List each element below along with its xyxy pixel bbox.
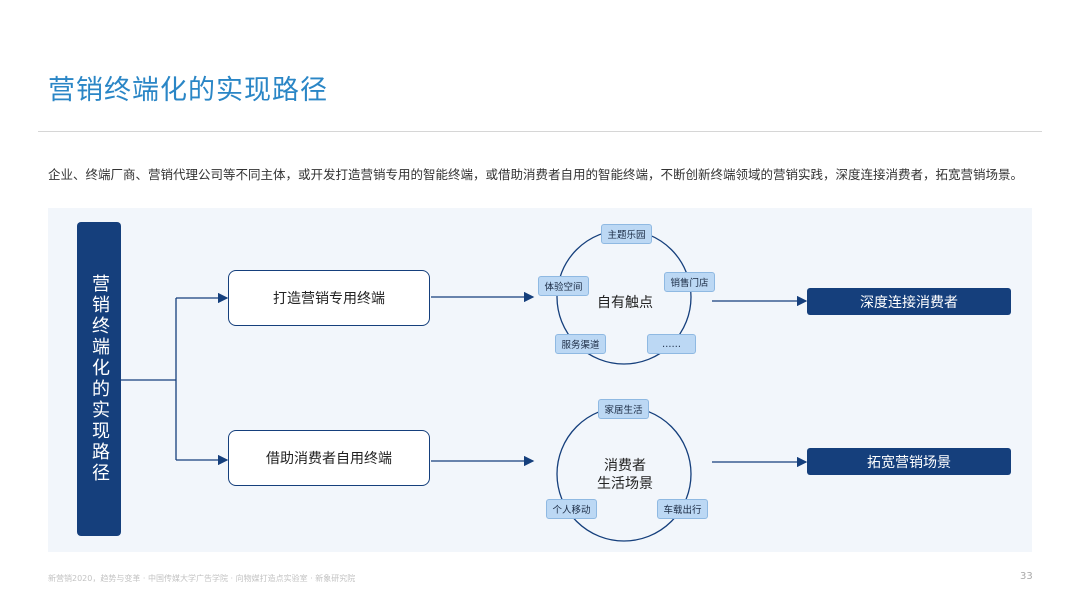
tag-ellipsis: …… bbox=[647, 334, 696, 354]
side-title-bar: 营销终端化的实现路径 bbox=[77, 222, 121, 536]
center-own-touchpoints: 自有触点 bbox=[597, 295, 653, 311]
diagram-panel bbox=[48, 208, 1032, 552]
box-consumer-terminal: 借助消费者自用终端 bbox=[228, 430, 430, 486]
side-title-text: 营销终端化的实现路径 bbox=[89, 274, 110, 484]
outcome-expand-scenarios: 拓宽营销场景 bbox=[807, 448, 1011, 475]
tag-retail-store: 销售门店 bbox=[664, 272, 715, 292]
page-number: 33 bbox=[1020, 571, 1033, 582]
tag-experience-space: 体验空间 bbox=[538, 276, 589, 296]
title-divider bbox=[38, 131, 1042, 132]
tag-in-car-travel: 车载出行 bbox=[657, 499, 708, 519]
footer-text: 新营销2020，趋势与变革 · 中国传媒大学广告学院 · 向物媒打造点实验室 ·… bbox=[48, 574, 356, 583]
outcome-connect-consumers: 深度连接消费者 bbox=[807, 288, 1011, 315]
page-title: 营销终端化的实现路径 bbox=[48, 75, 328, 106]
intro-text: 企业、终端厂商、营销代理公司等不同主体，或开发打造营销专用的智能终端，或借助消费… bbox=[48, 167, 1024, 182]
center-consumer-line2: 生活场景 bbox=[597, 476, 653, 492]
box-dedicated-terminal: 打造营销专用终端 bbox=[228, 270, 430, 326]
center-consumer-line1: 消费者 bbox=[604, 458, 646, 474]
tag-theme-park: 主题乐园 bbox=[601, 224, 652, 244]
tag-personal-mobile: 个人移动 bbox=[546, 499, 597, 519]
tag-service-channel: 服务渠道 bbox=[555, 334, 606, 354]
tag-home-life: 家居生活 bbox=[598, 399, 649, 419]
center-consumer-life: 消费者 生活场景 bbox=[585, 457, 665, 493]
